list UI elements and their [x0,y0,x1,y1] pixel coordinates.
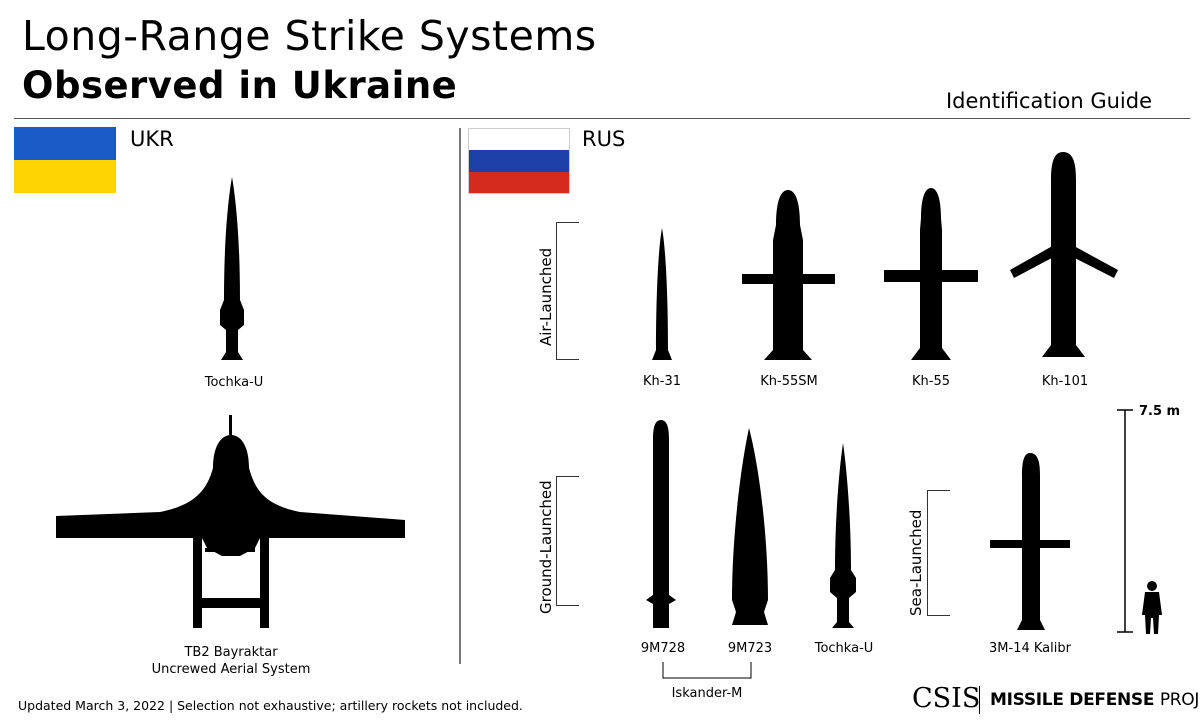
subtitle: Identification Guide [945,89,1152,113]
3m-14-kalibr-missile-icon [990,453,1070,630]
ukraine-flag-blue [14,127,116,160]
kh-55-label: Kh-55 [912,374,950,389]
scale-bar [1117,409,1133,633]
9m728-missile-icon [646,420,676,628]
kh-101-label: Kh-101 [1041,374,1089,389]
logo-separator [979,686,980,714]
kh-31-label: Kh-31 [643,374,681,389]
iskander-m-label: Iskander-M [671,686,743,701]
page-title: Long-Range Strike Systems Observed in Uk… [22,8,597,108]
rus-label: RUS [582,127,626,151]
title-line2: Observed in Ukraine [22,64,458,107]
9m728-label: 9M728 [640,641,686,656]
russia-flag-red [469,172,569,193]
9m723-label: 9M723 [727,641,773,656]
9m723-missile-icon [732,428,768,625]
ukraine-flag-yellow [14,160,116,193]
title-line1: Long-Range Strike Systems [22,12,597,60]
kh-55sm-missile-icon [742,190,835,360]
ukr-tochka-u-label: Tochka-U [204,375,264,390]
kalibr-label: 3M-14 Kalibr [989,641,1071,656]
ukraine-flag [14,127,116,193]
kh-101-missile-icon [1010,152,1118,357]
kh-55sm-label: Kh-55SM [760,374,818,389]
header-rule [14,118,1190,119]
footnote: Updated March 3, 2022 | Selection not ex… [18,698,523,713]
tb2-bayraktar-drone-icon [56,415,405,628]
scale-label: 7.5 m [1139,404,1181,419]
country-divider [459,128,461,664]
tb2-label-line2: Uncrewed Aerial System [151,662,311,677]
rus-tochka-u-label: Tochka-U [814,641,874,656]
russia-flag-blue [469,150,569,172]
tb2-label-line1: TB2 Bayraktar [184,645,278,660]
csis-logo: CSIS [912,683,981,714]
ukr-label: UKR [130,127,174,151]
logo-project-light: PROJECT [1159,690,1200,710]
person-scale-icon [1142,581,1162,634]
ground-bracket [556,476,579,606]
kh-31-missile-icon [652,228,672,360]
tb2-label: TB2 Bayraktar Uncrewed Aerial System [152,644,311,678]
logo-project-bold: MISSILE DEFENSE [990,690,1155,710]
iskander-bracket [662,662,752,679]
kh-55-missile-icon [884,188,978,360]
rus-tochka-u-missile-icon [830,443,856,628]
missile-defense-project-logo: MISSILE DEFENSE PROJECT [990,690,1200,710]
russia-flag-white [469,129,569,150]
sea-bracket [927,490,950,616]
ukr-tochka-u-missile-icon [220,177,244,360]
air-bracket [556,222,579,360]
russia-flag [468,128,570,194]
